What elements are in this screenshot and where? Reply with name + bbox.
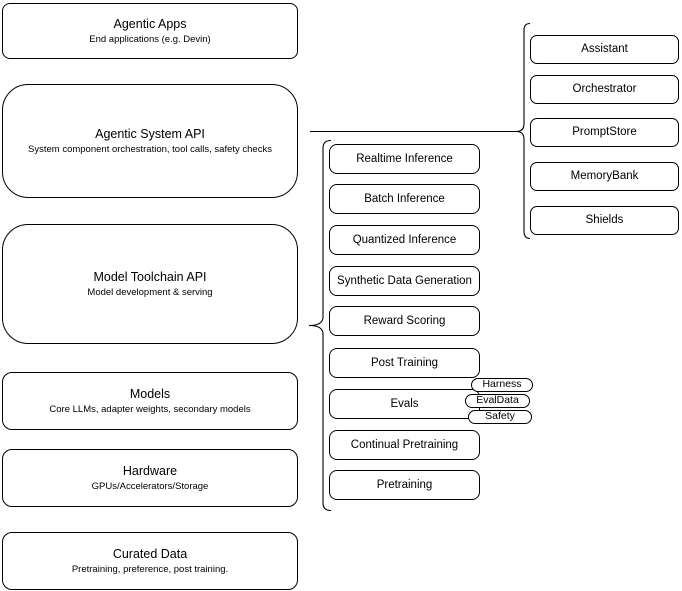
pill-label: EvalData <box>476 394 519 407</box>
component-label: Post Training <box>370 356 439 369</box>
toolchain-component-evals: Evals <box>329 389 480 419</box>
layer-subtitle: Core LLMs, adapter weights, secondary mo… <box>49 403 251 415</box>
layer-models: Models Core LLMs, adapter weights, secon… <box>2 372 298 430</box>
evals-subcomponent-safety: Safety <box>468 410 532 424</box>
component-label: MemoryBank <box>570 170 639 183</box>
layer-curated-data: Curated Data Pretraining, preference, po… <box>2 532 298 590</box>
evals-subcomponent-harness: Harness <box>471 378 533 392</box>
component-label: Orchestrator <box>572 83 637 96</box>
layer-subtitle: Pretraining, preference, post training. <box>71 563 229 575</box>
system-component-orchestrator: Orchestrator <box>530 75 679 104</box>
component-label: Continual Pretraining <box>350 438 459 451</box>
pill-label: Safety <box>485 410 515 423</box>
component-label: Realtime Inference <box>356 152 453 165</box>
layer-title: Models <box>129 386 171 401</box>
layer-title: Agentic System API <box>95 126 205 141</box>
toolchain-component-reward-scoring: Reward Scoring <box>329 306 480 336</box>
layer-subtitle: System component orchestration, tool cal… <box>28 143 272 155</box>
component-label: Quantized Inference <box>352 233 457 246</box>
toolchain-component-realtime-inference: Realtime Inference <box>329 144 480 174</box>
layer-title: Model Toolchain API <box>93 269 207 284</box>
layer-title: Curated Data <box>112 546 188 561</box>
evals-subcomponent-evaldata: EvalData <box>465 394 530 408</box>
layer-hardware: Hardware GPUs/Accelerators/Storage <box>2 449 298 507</box>
component-label: Reward Scoring <box>363 314 446 327</box>
toolchain-component-batch-inference: Batch Inference <box>329 184 480 214</box>
layer-title: Agentic Apps <box>113 16 187 31</box>
layer-title: Hardware <box>122 463 178 478</box>
toolchain-component-pretraining: Pretraining <box>329 470 480 500</box>
component-label: PromptStore <box>572 126 637 139</box>
toolchain-component-synthetic-data-generation: Synthetic Data Generation <box>329 266 480 296</box>
toolchain-component-post-training: Post Training <box>329 348 480 378</box>
layer-subtitle: Model development & serving <box>87 286 213 298</box>
layer-subtitle: End applications (e.g. Devin) <box>89 33 211 45</box>
system-components-brace <box>515 22 531 240</box>
component-label: Assistant <box>581 43 628 56</box>
toolchain-component-continual-pretraining: Continual Pretraining <box>329 430 480 460</box>
toolchain-components-brace <box>308 139 332 512</box>
system-component-promptstore: PromptStore <box>530 118 679 147</box>
component-label: Shields <box>585 214 624 227</box>
system-component-shields: Shields <box>530 206 679 235</box>
component-label: Synthetic Data Generation <box>337 274 472 287</box>
layer-model-toolchain-api: Model Toolchain API Model development & … <box>2 224 298 344</box>
layer-agentic-apps: Agentic Apps End applications (e.g. Devi… <box>2 3 298 59</box>
component-label: Pretraining <box>376 478 433 491</box>
system-component-assistant: Assistant <box>530 35 679 64</box>
layer-subtitle: GPUs/Accelerators/Storage <box>91 480 209 492</box>
layer-agentic-system-api: Agentic System API System component orch… <box>2 84 298 198</box>
toolchain-component-quantized-inference: Quantized Inference <box>329 225 480 255</box>
component-label: Evals <box>390 397 419 410</box>
component-label: Batch Inference <box>364 192 445 205</box>
pill-label: Harness <box>482 378 522 391</box>
system-component-memorybank: MemoryBank <box>530 162 679 191</box>
